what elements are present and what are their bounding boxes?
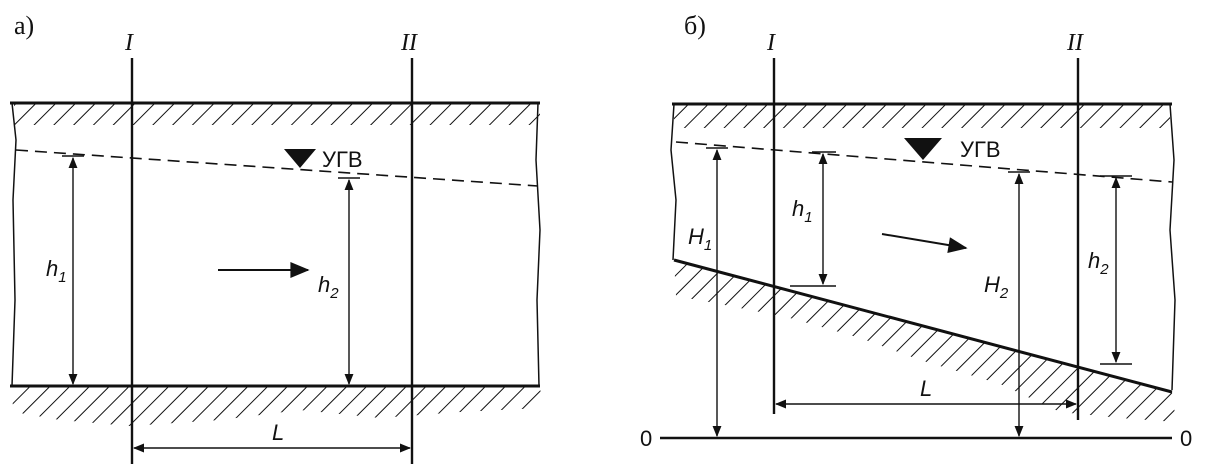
panel-b-flow-arrow <box>881 233 968 253</box>
panel-b-water-table-line <box>675 141 1173 183</box>
panel-a-section-1-label: I <box>124 30 134 56</box>
panel-a-ground-surface <box>10 101 540 125</box>
panel-a-water-table-symbol <box>284 149 316 168</box>
panel-b-section-2-label: II <box>1066 30 1084 56</box>
panel-b-ground-surface <box>672 102 1172 128</box>
panel-b-left-boundary <box>670 103 677 261</box>
panel-b-aquiclude <box>673 258 1176 422</box>
panel-a-water-table-label: УГВ <box>322 147 363 172</box>
panel-a-h2-label: h2 <box>318 272 339 302</box>
panel-a-label: а) <box>14 11 34 40</box>
panel-b-section-1-label: I <box>766 30 776 56</box>
panel-a-aquiclude <box>10 384 542 426</box>
panel-a-right-boundary <box>535 102 541 387</box>
panel-b-h1-label: h1 <box>792 196 813 226</box>
panel-a-section-2-label: II <box>400 30 418 56</box>
panel-b-l-label: L <box>920 376 932 401</box>
panel-b: б) УГВ I II 0 0 H1 <box>640 11 1192 451</box>
panel-a-l-label: L <box>272 420 284 445</box>
panel-a-h1-label: h1 <box>46 256 67 286</box>
panel-b-H2-label: H2 <box>984 272 1009 302</box>
panel-a: а) УГВ I II h1 h2 <box>10 11 542 464</box>
panel-b-datum-right-label: 0 <box>1180 426 1192 451</box>
panel-b-label: б) <box>684 11 706 40</box>
panel-b-water-table-label: УГВ <box>960 137 1001 162</box>
panel-a-water-table-line <box>15 149 539 187</box>
panel-b-right-boundary <box>1169 103 1176 391</box>
panel-b-datum-left-label: 0 <box>640 426 652 451</box>
panel-a-left-boundary <box>11 102 17 387</box>
panel-b-h2-label: h2 <box>1088 248 1109 278</box>
panel-b-H1-label: H1 <box>688 224 712 254</box>
panel-b-water-table-symbol <box>904 138 942 160</box>
